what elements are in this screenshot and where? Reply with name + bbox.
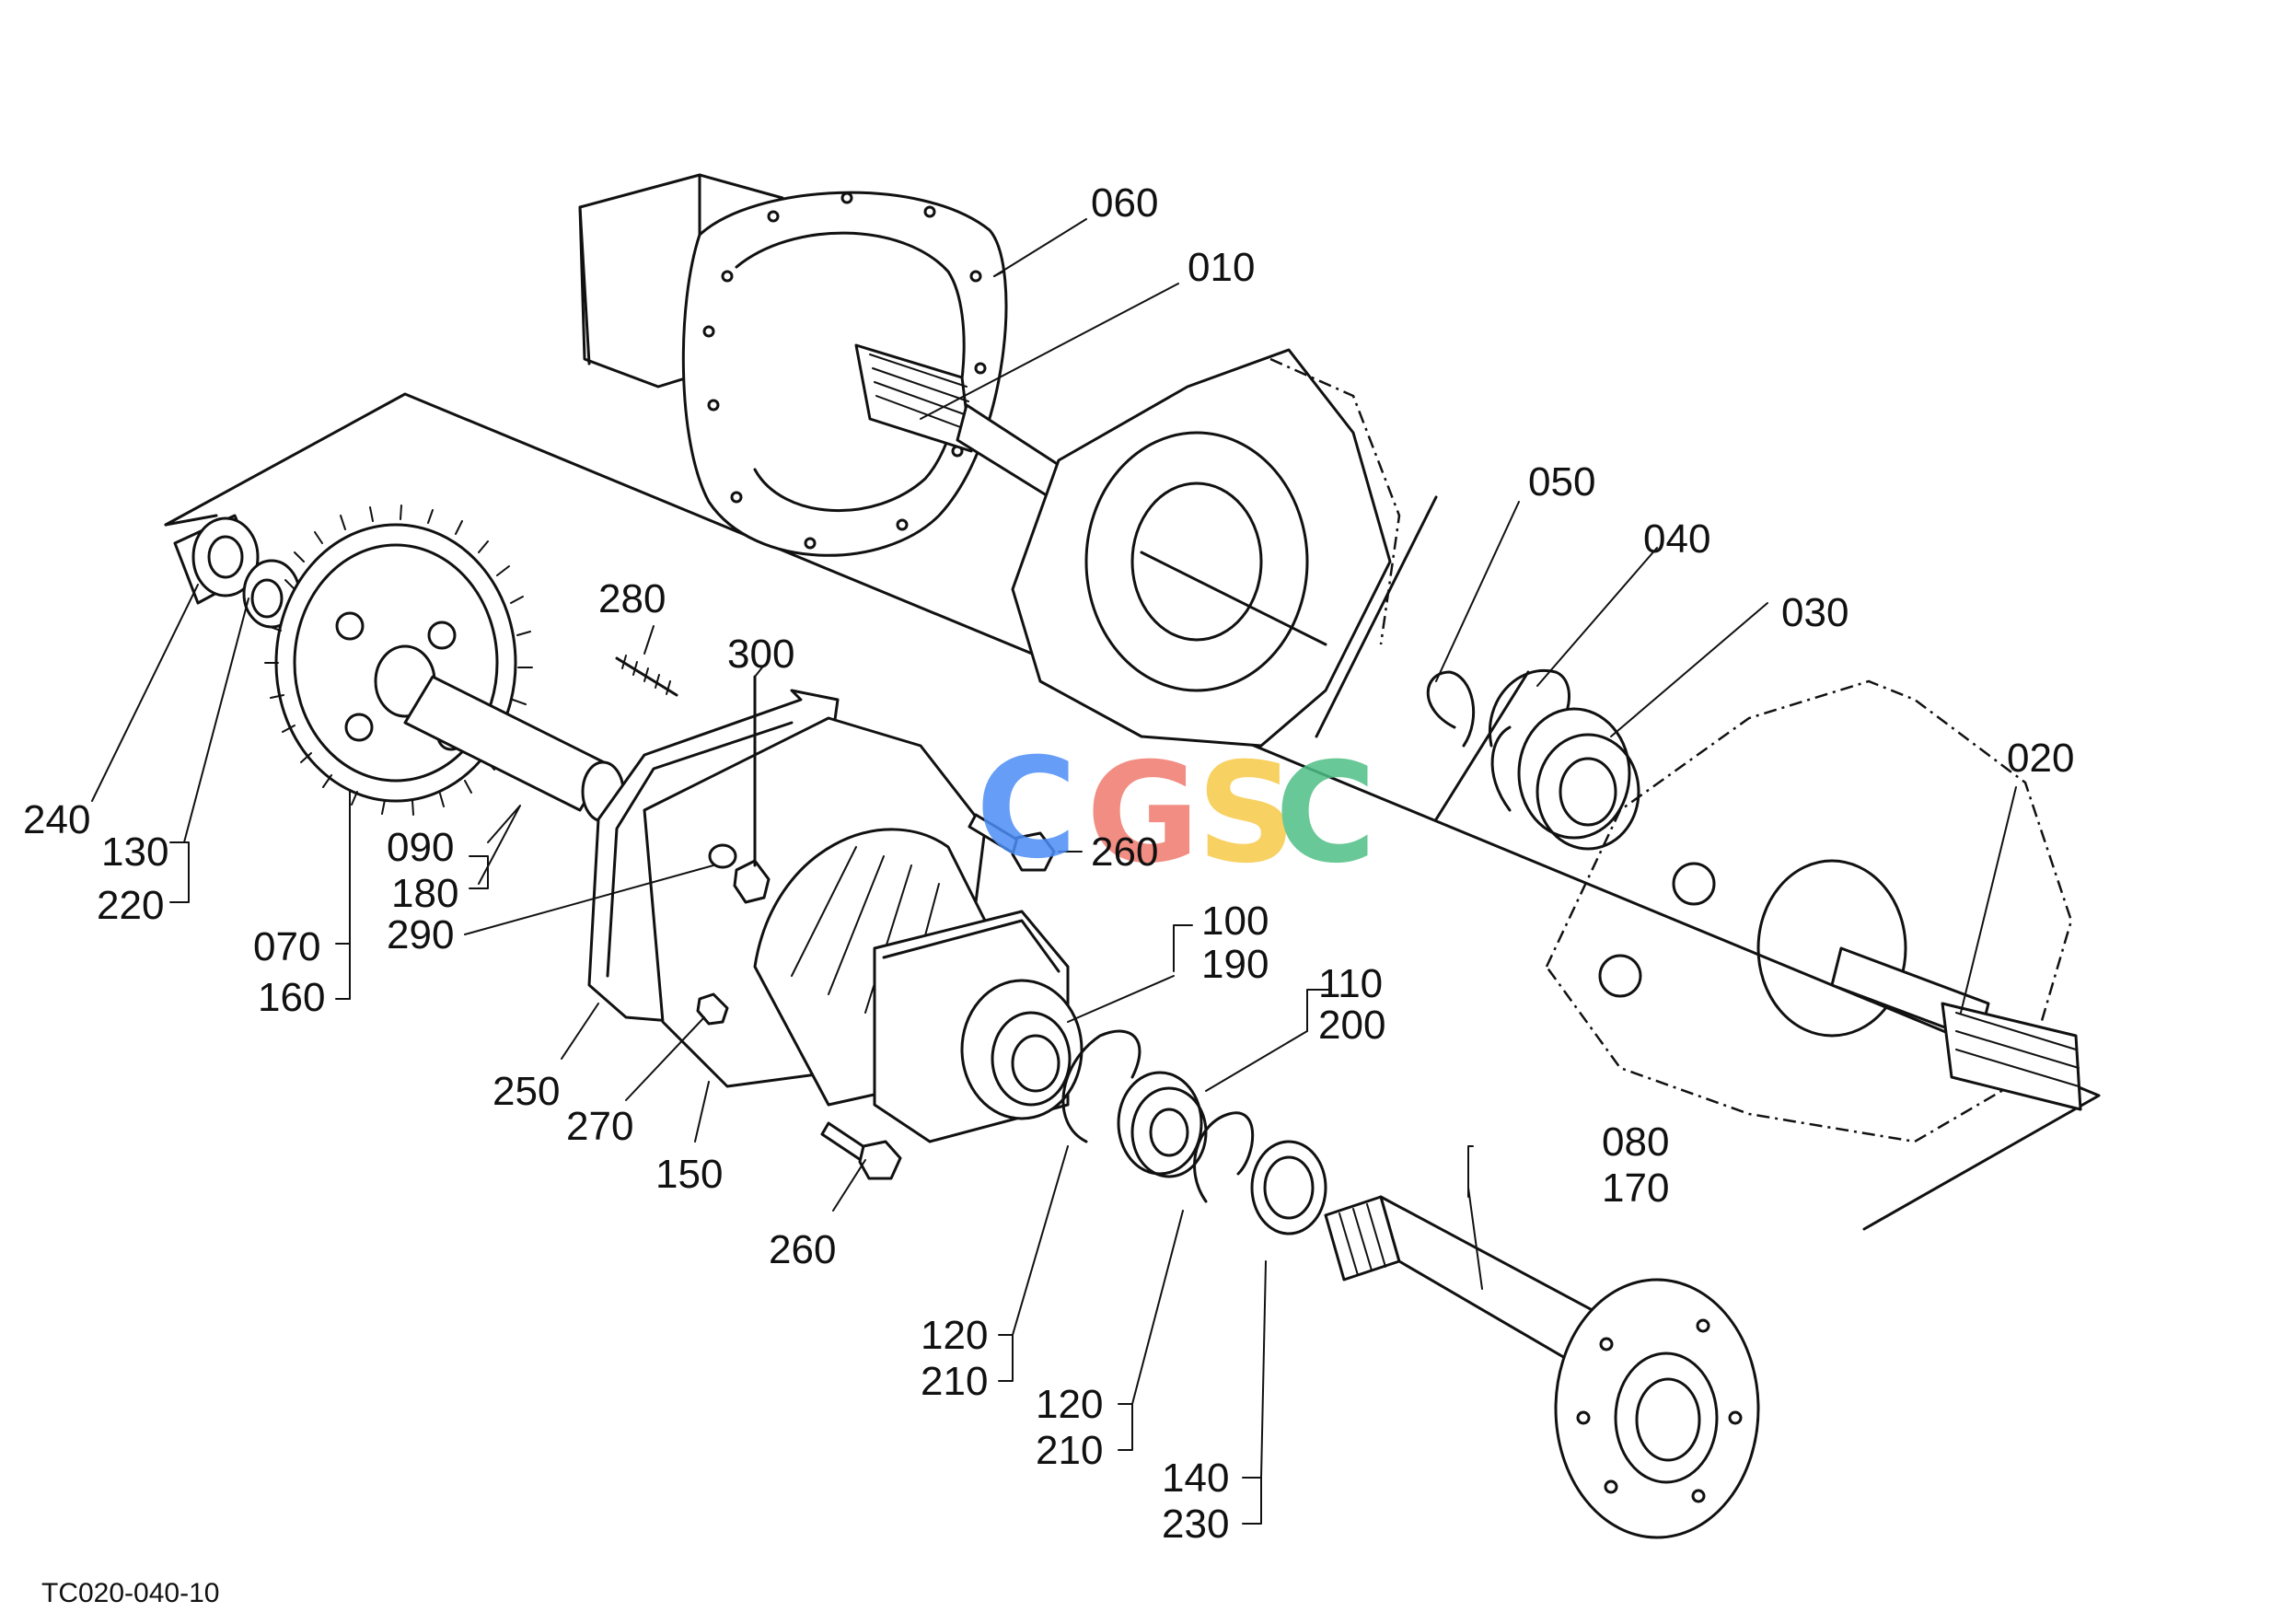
label-120-b: 120 [1036, 1382, 1103, 1427]
label-110: 110 [1318, 961, 1383, 1006]
leader-lines [91, 218, 2017, 1525]
label-210-b: 210 [1036, 1428, 1103, 1473]
label-240: 240 [23, 797, 90, 842]
axle-080 [1324, 1195, 1760, 1539]
bolt-260-upper [968, 813, 1056, 872]
label-100: 100 [1201, 899, 1269, 944]
label-220: 220 [97, 883, 164, 928]
housing-060 [578, 173, 1008, 557]
label-070: 070 [253, 924, 320, 969]
label-120-a: 120 [921, 1313, 988, 1358]
watermark-letter-2: G [1086, 734, 1199, 894]
label-270: 270 [566, 1104, 633, 1149]
gear-070 [264, 505, 533, 816]
nut-300 [733, 675, 771, 904]
label-150: 150 [655, 1152, 723, 1197]
label-210-a: 210 [921, 1359, 988, 1404]
label-140: 140 [1162, 1456, 1229, 1501]
label-090: 090 [387, 825, 454, 870]
label-080: 080 [1602, 1119, 1669, 1165]
stud-280 [615, 655, 678, 697]
watermark-letter-3: S [1197, 734, 1296, 894]
label-260-upper: 260 [1091, 829, 1158, 875]
label-060: 060 [1091, 180, 1158, 226]
label-050: 050 [1528, 459, 1595, 505]
label-300: 300 [727, 632, 794, 677]
watermark-letter-4: C [1275, 734, 1376, 894]
bearing-110 [1117, 1071, 1208, 1178]
label-180: 180 [391, 871, 458, 916]
ring-050 [1426, 670, 1530, 821]
bolt-260-lower [820, 1121, 902, 1180]
ring-120-a [1061, 1029, 1142, 1143]
label-020: 020 [2007, 736, 2074, 781]
label-040: 040 [1643, 516, 1710, 562]
watermark-letter-1: C [976, 729, 1077, 889]
label-010: 010 [1188, 245, 1255, 290]
washer-290 [708, 843, 737, 869]
label-290: 290 [387, 912, 454, 957]
seal-140 [1250, 1140, 1327, 1235]
cgsc-watermark: C G S C [976, 729, 1376, 894]
case-150 [643, 716, 1084, 1143]
label-160: 160 [258, 975, 325, 1020]
bearing-240 [173, 514, 260, 605]
label-130: 130 [101, 829, 168, 875]
callout-labels: 060 010 050 040 030 020 280 300 240 130 … [23, 180, 2074, 1547]
housing-020 [1545, 679, 2082, 1143]
label-280: 280 [598, 576, 666, 621]
label-190: 190 [1201, 942, 1269, 987]
label-250: 250 [493, 1069, 560, 1114]
label-260-lower: 260 [769, 1227, 836, 1272]
label-230: 230 [1162, 1502, 1229, 1547]
label-200: 200 [1318, 1003, 1385, 1048]
label-170: 170 [1602, 1166, 1669, 1211]
cover-upper [1011, 348, 1438, 748]
bolt-270 [696, 992, 729, 1026]
figure-code: TC020-040-10 [41, 1578, 219, 1608]
bearing-030 [1517, 707, 1640, 851]
label-030: 030 [1781, 590, 1848, 635]
ring-120-b [1193, 1111, 1255, 1203]
